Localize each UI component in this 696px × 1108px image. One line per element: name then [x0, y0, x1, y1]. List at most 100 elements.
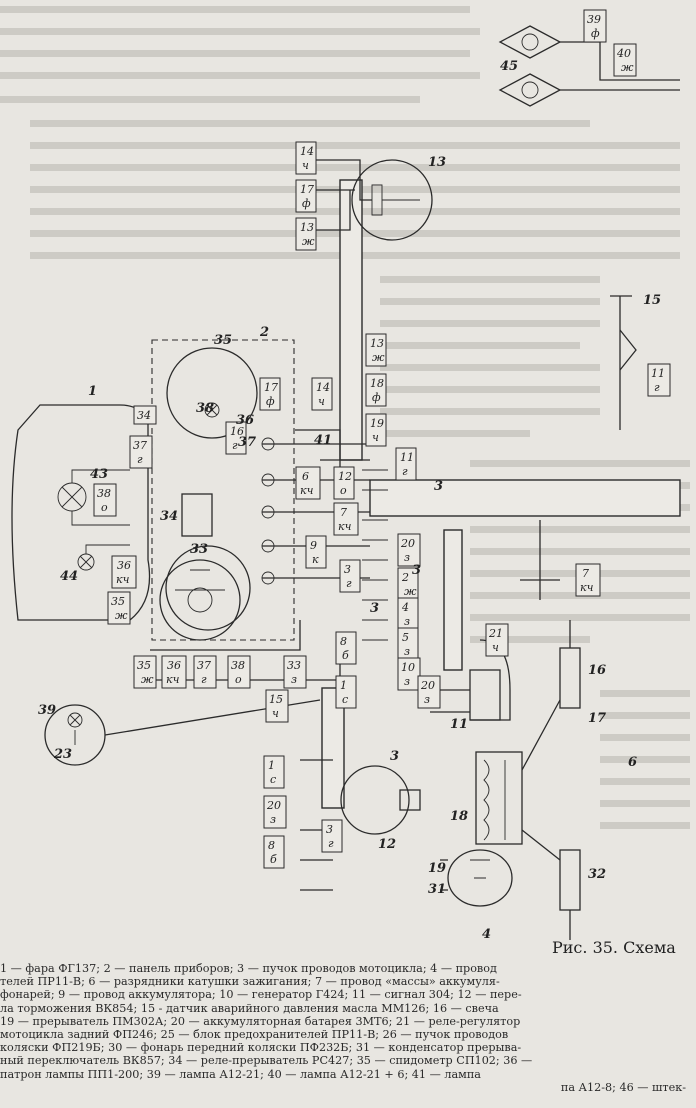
component-number: 6 [628, 755, 637, 770]
svg-text:кч: кч [300, 484, 314, 497]
svg-text:г: г [328, 837, 334, 850]
component-number: 39 [38, 703, 56, 718]
svg-text:36: 36 [117, 559, 131, 572]
svg-text:20: 20 [400, 537, 415, 550]
component-number: 23 [53, 747, 72, 762]
component-number: 44 [60, 569, 78, 584]
wire-tag: 39ф [583, 9, 607, 43]
svg-text:35: 35 [111, 595, 125, 608]
component-number: 19 [428, 861, 446, 876]
svg-text:о: о [340, 484, 347, 497]
svg-text:37: 37 [133, 439, 147, 452]
svg-text:16: 16 [230, 425, 244, 438]
svg-text:20: 20 [420, 679, 435, 692]
legend-line: 1 — фара ФГ137; 2 — панель приборов; 3 —… [0, 962, 497, 975]
ignition-switch-33 [159, 559, 241, 641]
svg-text:ж: ж [115, 609, 128, 622]
wire-tag: 5з [397, 627, 419, 661]
svg-text:3: 3 [344, 563, 351, 576]
side-label: 3 [390, 749, 399, 764]
svg-text:40: 40 [616, 47, 631, 60]
svg-text:19: 19 [370, 417, 384, 430]
svg-text:2: 2 [401, 571, 409, 584]
figure-legend: 1 — фара ФГ137; 2 — панель приборов; 3 —… [0, 962, 692, 1094]
svg-text:20: 20 [266, 799, 281, 812]
wire-tag: 20з [397, 533, 421, 567]
svg-text:г: г [232, 439, 238, 452]
component-number: 32 [588, 867, 606, 882]
wire-tag: 15ч [265, 689, 289, 723]
svg-text:11: 11 [400, 451, 414, 464]
lower-harness [300, 529, 463, 891]
component-number: 3 [434, 479, 443, 494]
wire-tag: 1с [335, 675, 357, 709]
component-number-group: 1 2 3 4 6 11 12 13 15 16 17 18 19 23 31 … [38, 59, 661, 942]
svg-text:1: 1 [340, 679, 347, 692]
svg-text:с: с [342, 693, 348, 706]
legend-line: фонарей; 9 — провод аккумулятора; 10 — г… [0, 988, 522, 1002]
svg-text:з: з [404, 645, 410, 658]
wire-tag: 37г [193, 655, 217, 689]
svg-text:з: з [404, 675, 410, 688]
svg-text:ж: ж [404, 585, 417, 598]
svg-text:11: 11 [651, 367, 665, 380]
wire-tag: 8б [263, 835, 285, 869]
svg-text:з: з [404, 615, 410, 628]
wire-tag: 6кч [295, 466, 321, 500]
component-number: 37 [238, 435, 256, 450]
legend-line: мотоцикла задний ФП246; 25 — блок предох… [0, 1028, 509, 1042]
svg-text:с: с [270, 773, 276, 786]
svg-text:г: г [654, 381, 660, 394]
ignition-coil-18 [475, 620, 581, 940]
svg-text:18: 18 [370, 377, 384, 390]
svg-text:о: о [235, 673, 242, 686]
svg-text:35: 35 [137, 659, 151, 672]
component-number: 45 [500, 59, 518, 74]
svg-text:ч: ч [372, 431, 379, 444]
wire-tag: 37г [129, 435, 153, 469]
svg-text:34: 34 [137, 409, 151, 422]
wire-tag: 35ж [133, 655, 157, 689]
svg-text:з: з [270, 813, 276, 826]
legend-line: ный переключатель ВК857; 34 — реле-преры… [0, 1054, 533, 1068]
instrument-panel-2 [151, 339, 295, 641]
svg-text:8: 8 [268, 839, 275, 852]
svg-text:б: б [342, 649, 349, 662]
wire-tag: 20з [263, 795, 287, 829]
legend-line: телей ПР11-В; 6 — разрядники катушки заж… [0, 975, 500, 989]
wire-tag: 8б [335, 631, 357, 665]
svg-text:7: 7 [582, 567, 589, 580]
component-number: 36 [236, 413, 254, 428]
svg-text:33: 33 [287, 659, 301, 672]
component-number: 17 [588, 711, 606, 726]
component-number: 38 [196, 401, 214, 416]
svg-text:13: 13 [300, 221, 314, 234]
interrupter-19 [440, 849, 513, 907]
wire-tag: 3г [321, 819, 343, 853]
svg-text:36: 36 [167, 659, 181, 672]
wire-tag: 35ж [107, 591, 131, 625]
legend-line: патрон лампы ПП1-200; 39 — лампа А12-21;… [0, 1067, 481, 1081]
wire-tag: 3г [339, 559, 361, 593]
svg-text:5: 5 [402, 631, 409, 644]
svg-text:38: 38 [97, 487, 111, 500]
svg-text:ж: ж [621, 61, 634, 74]
svg-text:17: 17 [300, 183, 314, 196]
svg-text:15: 15 [269, 693, 283, 706]
wire-tag: 19ч [365, 413, 387, 447]
component-number: 4 [482, 927, 491, 942]
side-label: 3 [412, 563, 421, 578]
wire-tag: 33з [283, 655, 307, 689]
svg-text:38: 38 [231, 659, 245, 672]
component-number: 43 [90, 467, 108, 482]
wire-tag: 2ж [397, 567, 419, 601]
svg-text:о: о [101, 501, 108, 514]
wire-tag: 21ч [485, 623, 509, 657]
wire-tag: 9к [305, 535, 327, 569]
wire-tag: 11г [647, 363, 671, 397]
wire-tag: 12о [333, 466, 355, 500]
svg-text:3: 3 [326, 823, 333, 836]
svg-text:кч: кч [116, 573, 130, 586]
svg-text:кч: кч [166, 673, 180, 686]
